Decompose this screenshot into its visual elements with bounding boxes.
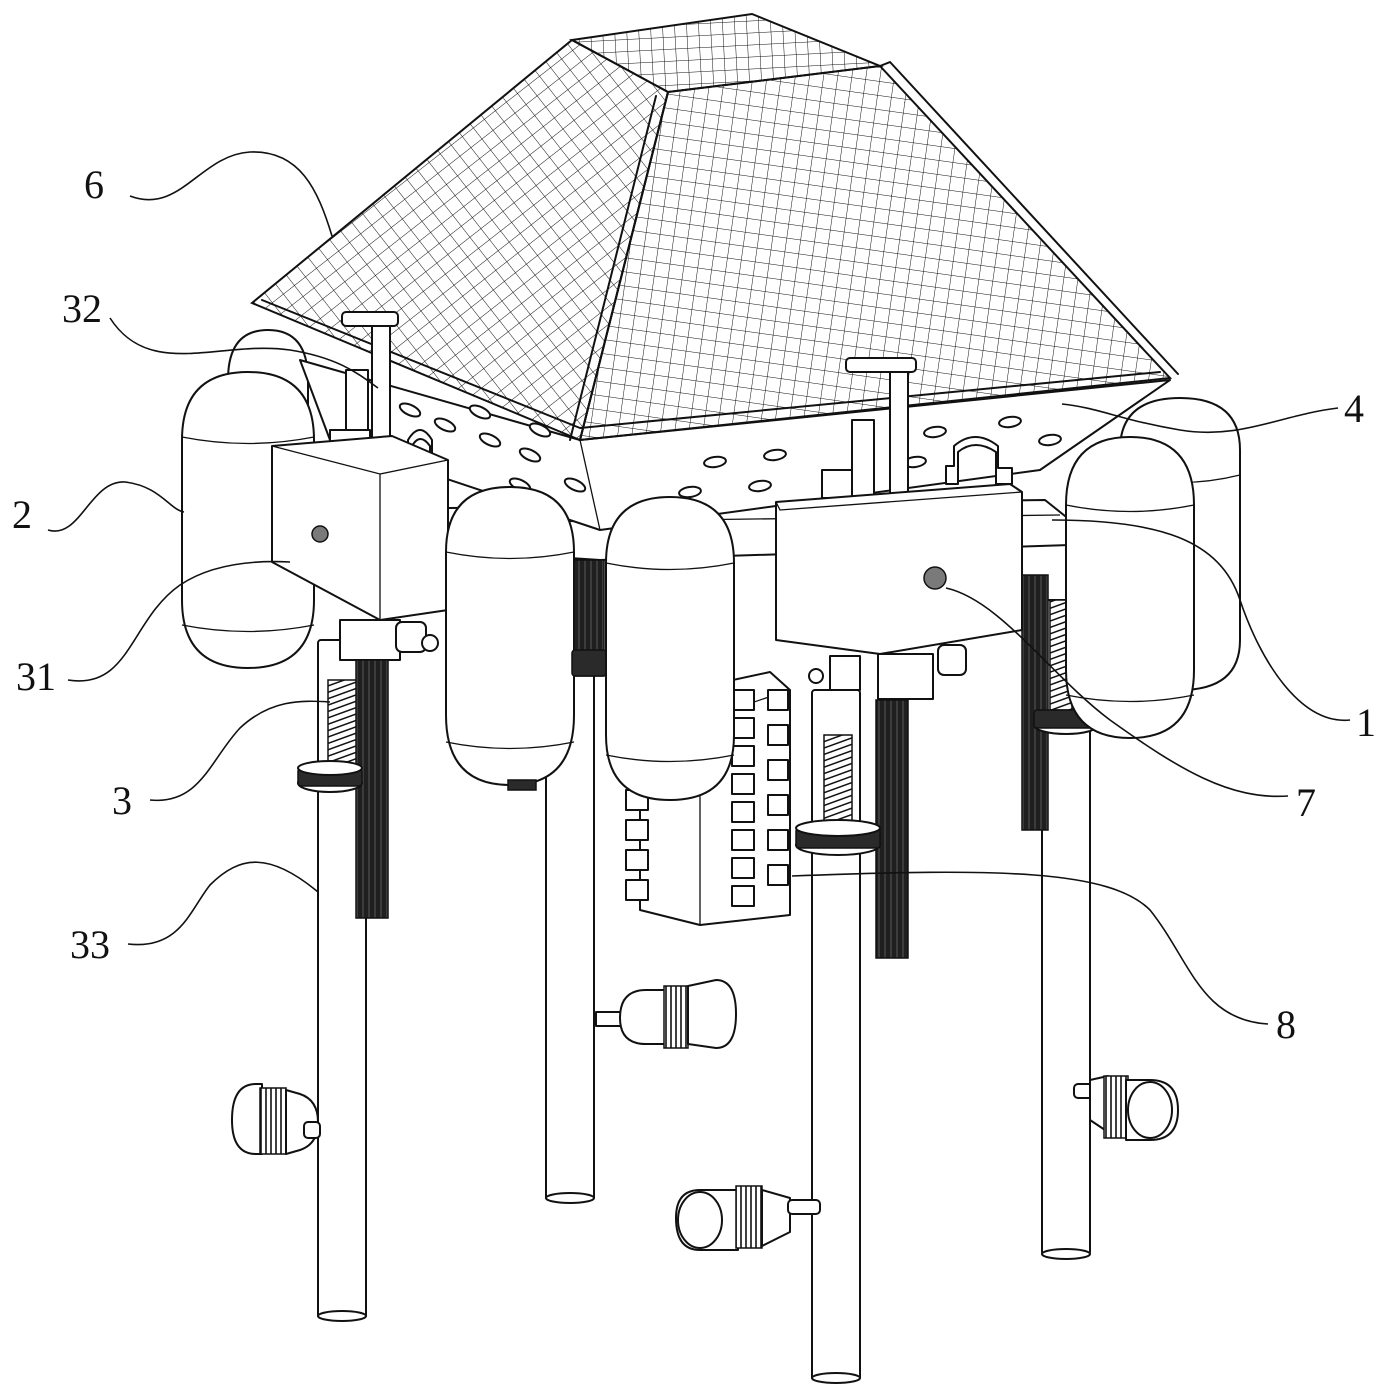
label-8: 8 xyxy=(1276,1002,1296,1047)
sensor-front-right xyxy=(675,1185,821,1251)
housing-vents xyxy=(398,402,1062,499)
leader-4 xyxy=(1061,403,1339,434)
module-blocks xyxy=(625,689,789,907)
label-6: 6 xyxy=(84,162,104,207)
leader-8 xyxy=(791,871,1269,1025)
sensor-rear-left xyxy=(595,979,737,1049)
leader-lines xyxy=(47,151,1351,1025)
leg-front-right xyxy=(811,689,861,1384)
float-center-right xyxy=(571,496,735,801)
sensor-rear-right xyxy=(1073,1075,1179,1141)
left-indicator-dot xyxy=(311,525,329,543)
float-center-left xyxy=(445,486,575,791)
label-7: 7 xyxy=(1296,780,1316,825)
label-3: 3 xyxy=(112,778,132,823)
leader-6 xyxy=(129,151,333,237)
solar-roof xyxy=(250,12,1179,442)
right-indicator-dot xyxy=(923,566,947,590)
part-labels: 6 32 2 31 3 33 4 1 7 8 xyxy=(12,162,1376,1047)
label-33: 33 xyxy=(70,922,110,967)
right-top-rods xyxy=(821,357,1013,501)
leg-front-left xyxy=(317,639,367,1322)
label-31: 31 xyxy=(16,654,56,699)
leader-7 xyxy=(945,587,1289,798)
float-right xyxy=(1021,436,1195,831)
leader-33 xyxy=(127,861,319,946)
right-mechanism xyxy=(775,357,1023,959)
left-mechanism xyxy=(271,311,449,919)
label-4: 4 xyxy=(1344,386,1364,431)
leader-32 xyxy=(109,317,379,389)
sensor-front-left xyxy=(231,1083,321,1155)
leader-1 xyxy=(1051,519,1351,721)
leader-3 xyxy=(149,700,331,802)
label-1: 1 xyxy=(1356,700,1376,745)
label-2: 2 xyxy=(12,492,32,537)
label-32: 32 xyxy=(62,286,102,331)
leader-2 xyxy=(47,481,185,532)
leader-31 xyxy=(67,560,291,682)
